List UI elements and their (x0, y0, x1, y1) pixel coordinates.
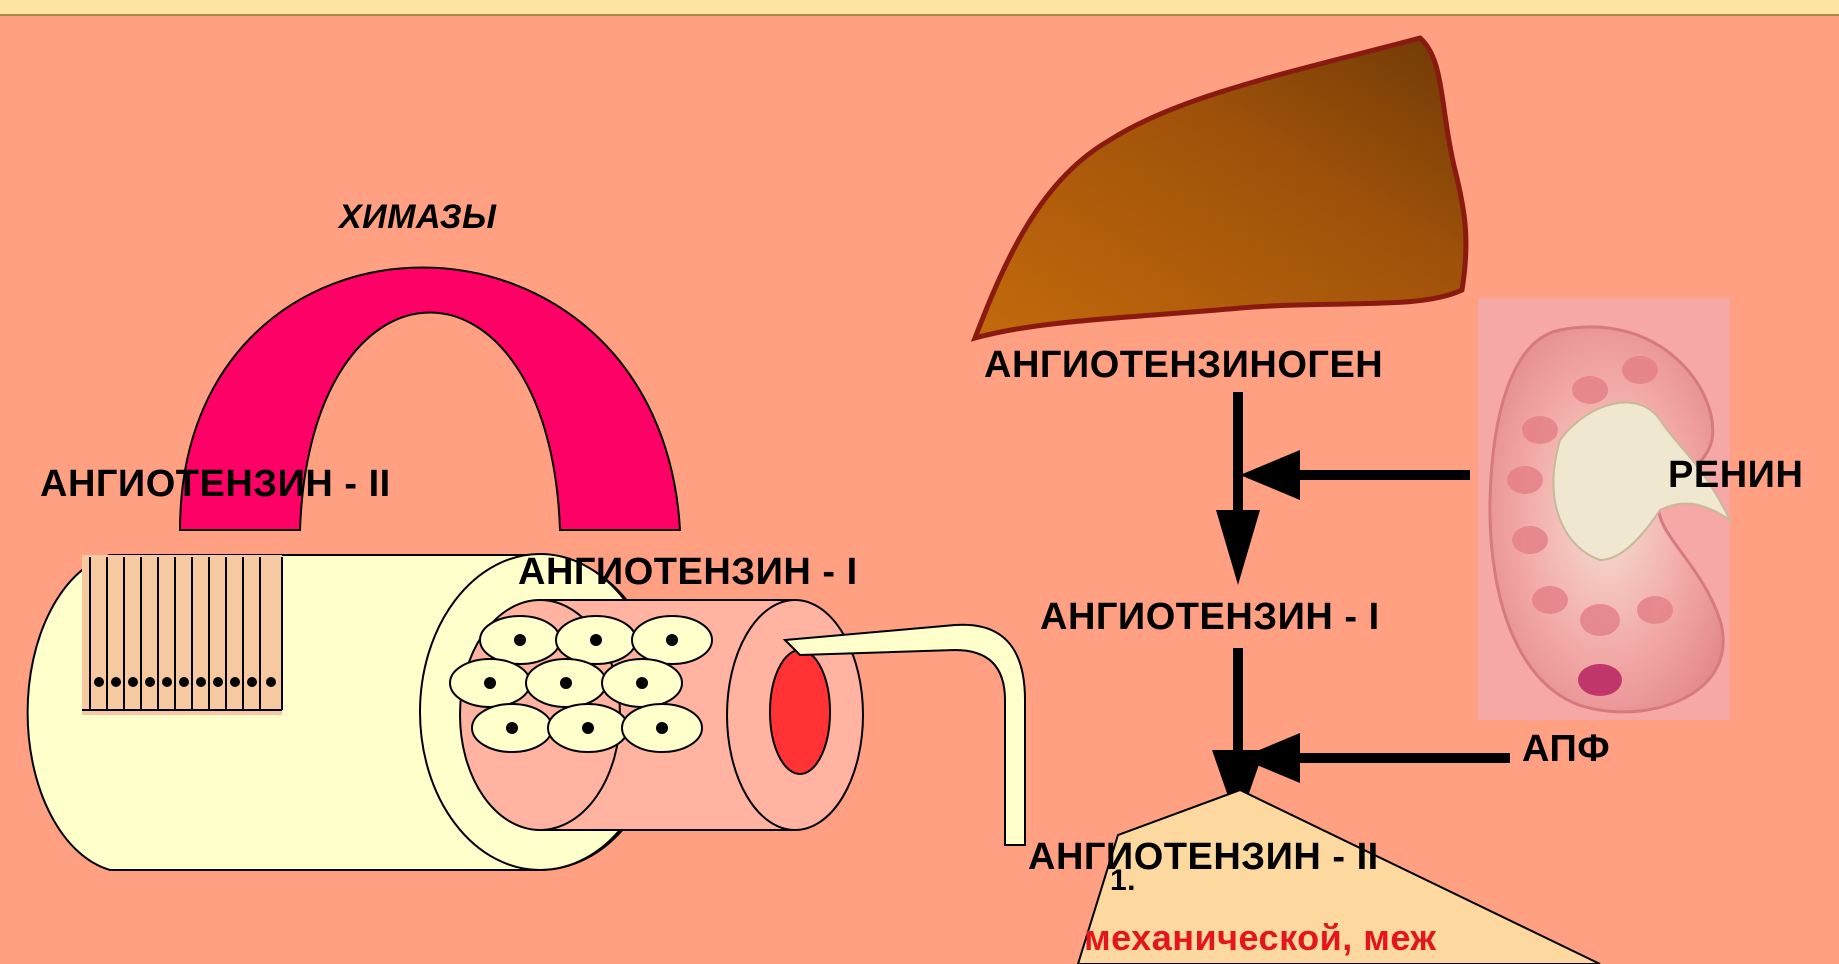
renin-label: РЕНИН (1668, 456, 1803, 494)
angiotensin-ii-left-label: АНГИОТЕНЗИН - II (40, 465, 391, 503)
callout-text: механической, меж (1084, 920, 1436, 956)
ace-label: АПФ (1522, 730, 1610, 768)
angiotensin-i-right-label: АНГИОТЕНЗИН - I (1040, 598, 1380, 636)
liver-shape (975, 38, 1466, 338)
angiotensin-i-vessel-label: АНГИОТЕНЗИН - I (518, 553, 858, 591)
angiotensinogen-label: АНГИОТЕНЗИНОГЕН (984, 346, 1383, 384)
blood-vessel (28, 554, 863, 870)
callout-number: 1. (1110, 866, 1136, 896)
angiotensin-ii-right-label: АНГИОТЕНЗИН - II (1028, 838, 1379, 876)
chymases-label: ХИМАЗЫ (339, 200, 497, 234)
kidney-image (1478, 298, 1730, 720)
